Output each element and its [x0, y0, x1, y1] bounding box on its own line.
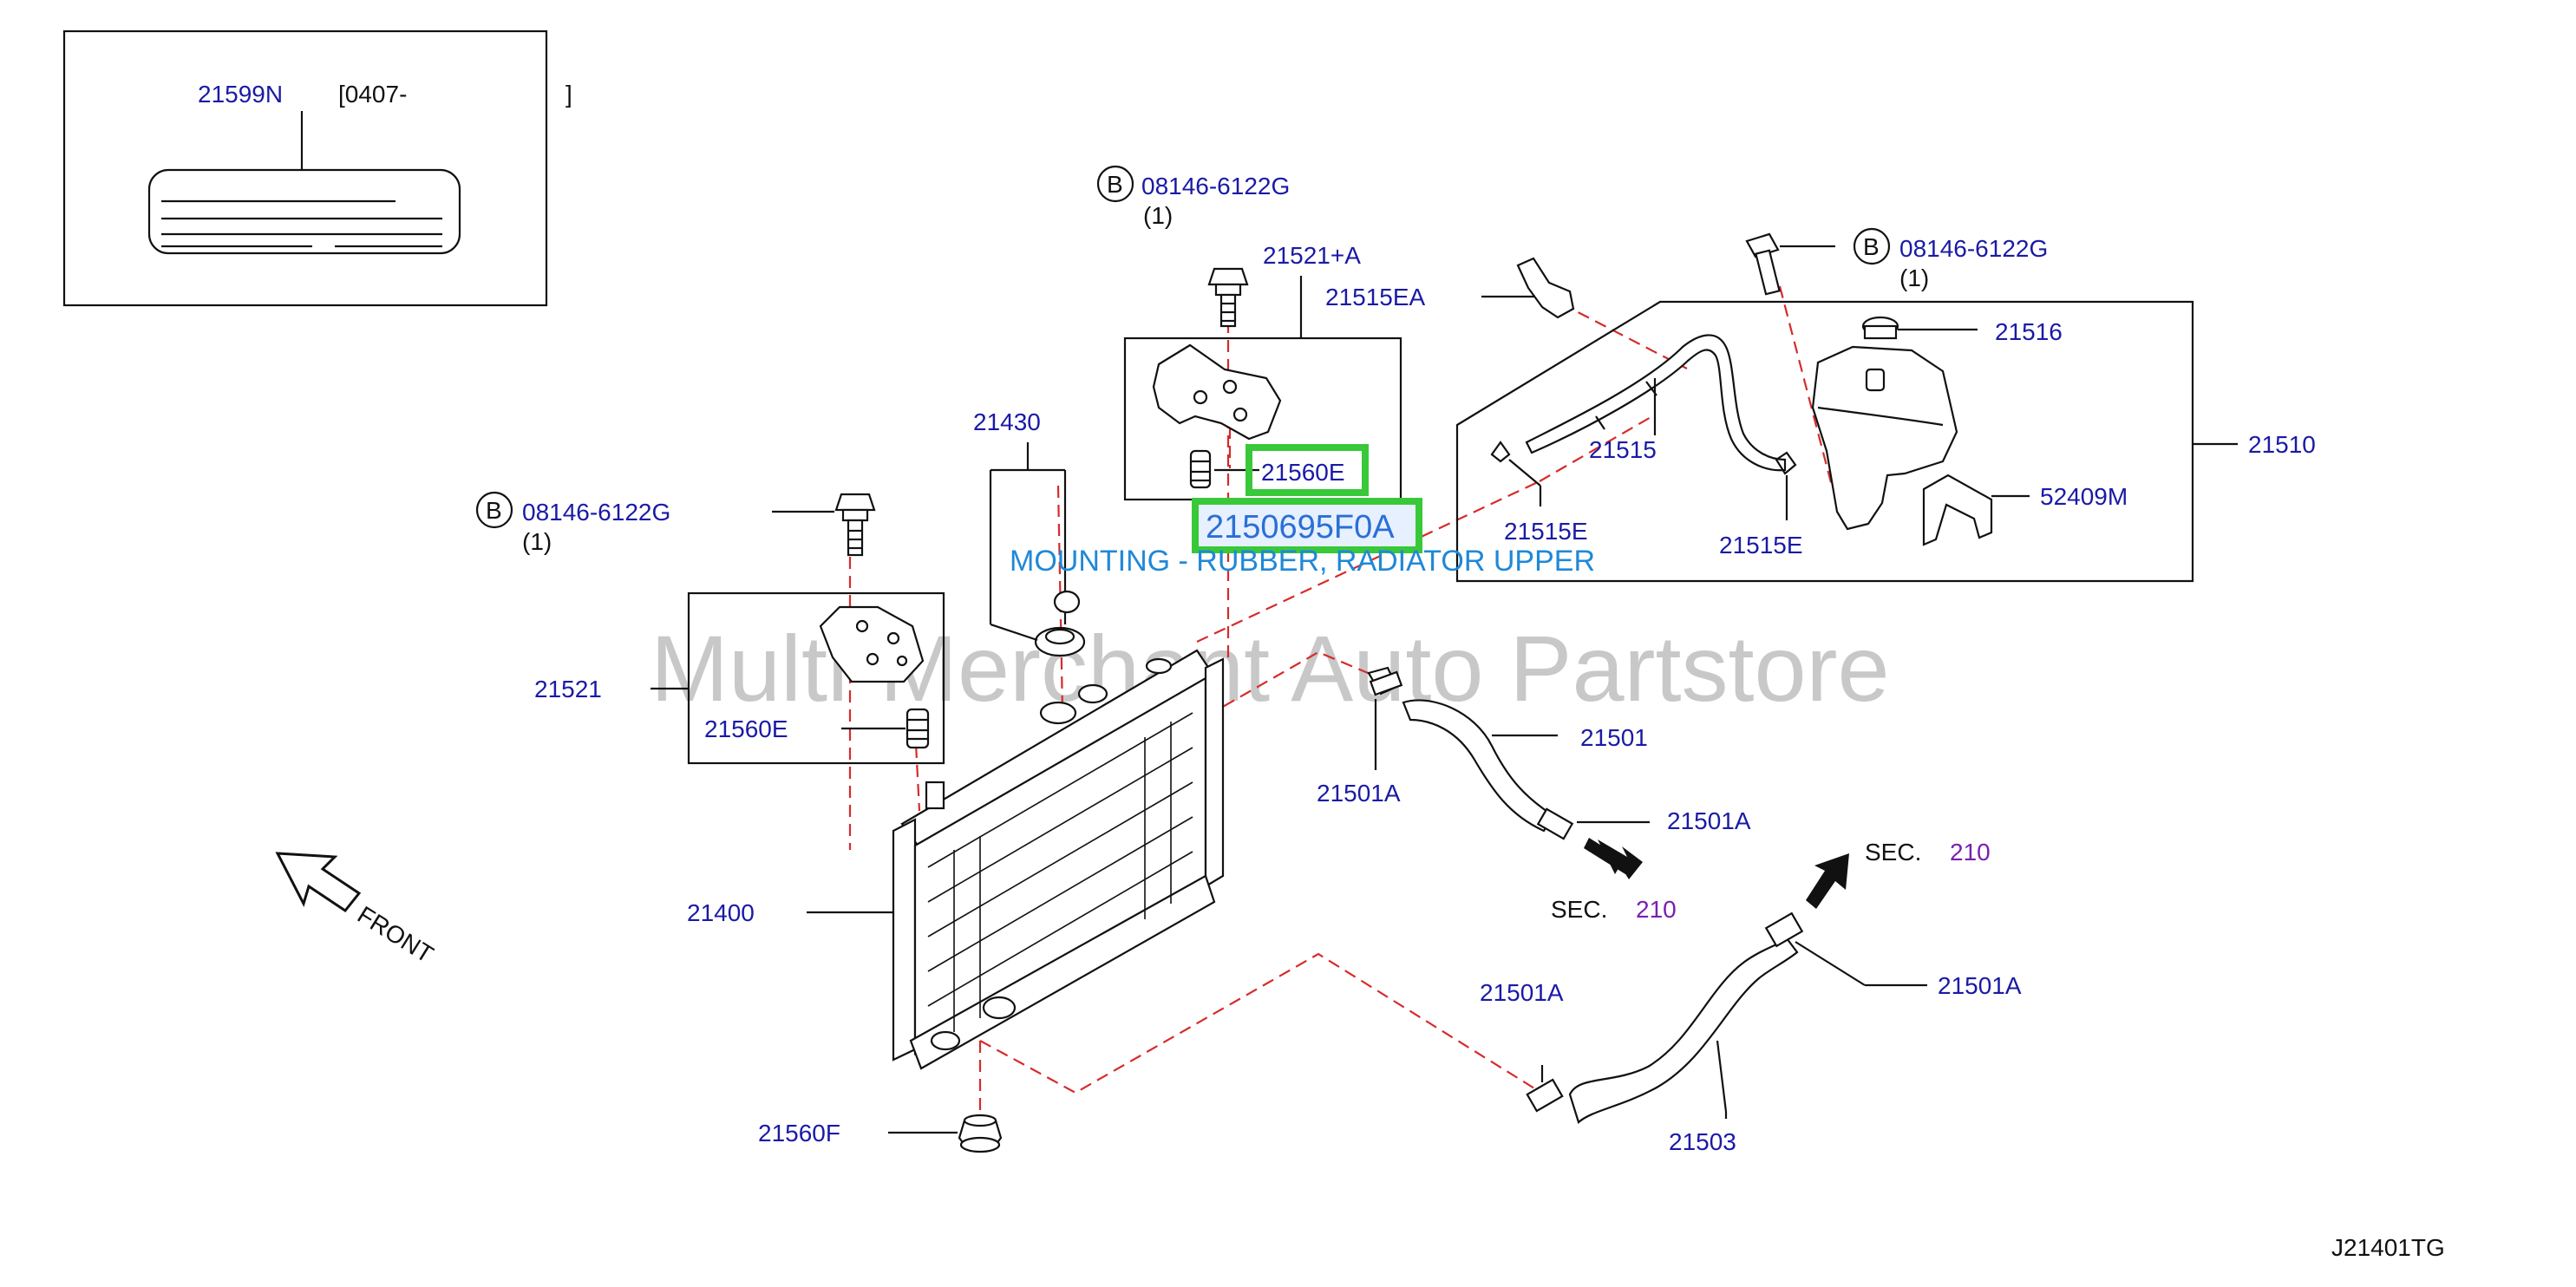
- label-21503[interactable]: 21503: [1669, 1128, 1736, 1155]
- label-52409m[interactable]: 52409M: [2040, 483, 2128, 510]
- bolt-qty-left: (1): [522, 528, 552, 555]
- reservoir-tank: [1811, 345, 1958, 531]
- lower-hose: [1526, 853, 1927, 1124]
- label-21400[interactable]: 21400: [687, 899, 755, 926]
- sec-label-lower: SEC.: [1551, 896, 1607, 923]
- rubber-mount-upper: [1189, 449, 1212, 489]
- front-arrow-icon: [275, 852, 362, 913]
- label-21501a-1[interactable]: 21501A: [1317, 780, 1401, 807]
- highlight-21560e[interactable]: 21560E: [1246, 444, 1369, 496]
- label-21515ea[interactable]: 21515EA: [1325, 284, 1426, 310]
- highlight-part-number[interactable]: 2150695F0A: [1206, 509, 1395, 546]
- sec-num-lower[interactable]: 210: [1636, 896, 1677, 923]
- highlight-2150695f0a[interactable]: 2150695F0A MOUNTING - RUBBER, RADIATOR U…: [1010, 498, 1595, 578]
- label-21430[interactable]: 21430: [973, 408, 1041, 435]
- label-21501[interactable]: 21501: [1580, 724, 1648, 751]
- bolt-upper: [1207, 267, 1249, 328]
- bolt-part-left[interactable]: 08146-6122G: [522, 499, 670, 526]
- sec-210-lower[interactable]: SEC. 210: [1551, 896, 1677, 923]
- bolt-qty-right: (1): [1899, 265, 1929, 291]
- inset-date-range: [0407-: [338, 81, 407, 108]
- label-21560f[interactable]: 21560F: [758, 1120, 840, 1147]
- upper-bracket: [1152, 343, 1282, 441]
- diagram-id: J21401TG: [2331, 1234, 2445, 1261]
- label-sticker: [147, 168, 461, 255]
- bolt-qty-upper: (1): [1143, 202, 1173, 229]
- radiator-cap: [989, 442, 1086, 657]
- bolt-b-right: B: [1863, 233, 1880, 260]
- sec-210-upper[interactable]: SEC. 210: [1865, 839, 1991, 866]
- arrow-sec-210-upper: [1806, 853, 1849, 909]
- bolt-b-left: B: [486, 497, 502, 524]
- label-21501a-4[interactable]: 21501A: [1938, 972, 2022, 999]
- label-21501a-3[interactable]: 21501A: [1480, 979, 1564, 1006]
- clip-21515ea: [1481, 257, 1575, 319]
- radiator: [807, 649, 1225, 1070]
- bracket-box-upper: [1123, 276, 1402, 501]
- label-21521a[interactable]: 21521+A: [1263, 242, 1361, 269]
- bolt-part-upper[interactable]: 08146-6122G: [1141, 173, 1290, 199]
- label-21515e-1[interactable]: 21515E: [1504, 518, 1588, 545]
- front-label: FRONT: [353, 901, 438, 968]
- label-21510[interactable]: 21510: [2248, 431, 2316, 458]
- label-21560e-top[interactable]: 21560E: [1261, 459, 1345, 486]
- inset-box: 21599N [0407- ]: [62, 29, 572, 307]
- bolt-part-right[interactable]: 08146-6122G: [1899, 235, 2048, 262]
- upper-hose: [1367, 666, 1650, 879]
- sec-label-upper: SEC.: [1865, 839, 1921, 866]
- bracket-box-left: [651, 591, 945, 765]
- bolt-callout-right: B 08146-6122G (1): [1853, 227, 2048, 291]
- label-21560e-left[interactable]: 21560E: [704, 715, 788, 742]
- sec-num-upper[interactable]: 210: [1950, 839, 1991, 866]
- inset-part-label[interactable]: 21599N: [198, 81, 283, 108]
- part-labels: 21521+A 21515EA 21516 21510 21515 52409M…: [534, 242, 2316, 1155]
- inset-date-close: ]: [566, 81, 572, 108]
- rubber-mount-left: [906, 708, 930, 749]
- reservoir-bracket: [1922, 474, 1993, 546]
- label-21515[interactable]: 21515: [1589, 436, 1657, 463]
- bolt-b-upper: B: [1107, 171, 1123, 198]
- label-21521[interactable]: 21521: [534, 676, 602, 702]
- bolt-callout-upper: B 08146-6122G (1): [1096, 165, 1290, 229]
- label-21516[interactable]: 21516: [1995, 318, 2063, 345]
- highlight-description: MOUNTING - RUBBER, RADIATOR UPPER: [1010, 545, 1595, 578]
- bolt-callout-left: B 08146-6122G (1): [475, 491, 670, 555]
- bolt-left: [772, 493, 876, 557]
- bolt-right: [1745, 232, 1835, 296]
- rubber-mount-lower: [888, 1114, 1003, 1153]
- label-21515e-2[interactable]: 21515E: [1719, 532, 1803, 559]
- label-21501a-2[interactable]: 21501A: [1667, 807, 1751, 834]
- reservoir-box: [1455, 300, 2238, 583]
- front-indicator: FRONT: [275, 852, 438, 968]
